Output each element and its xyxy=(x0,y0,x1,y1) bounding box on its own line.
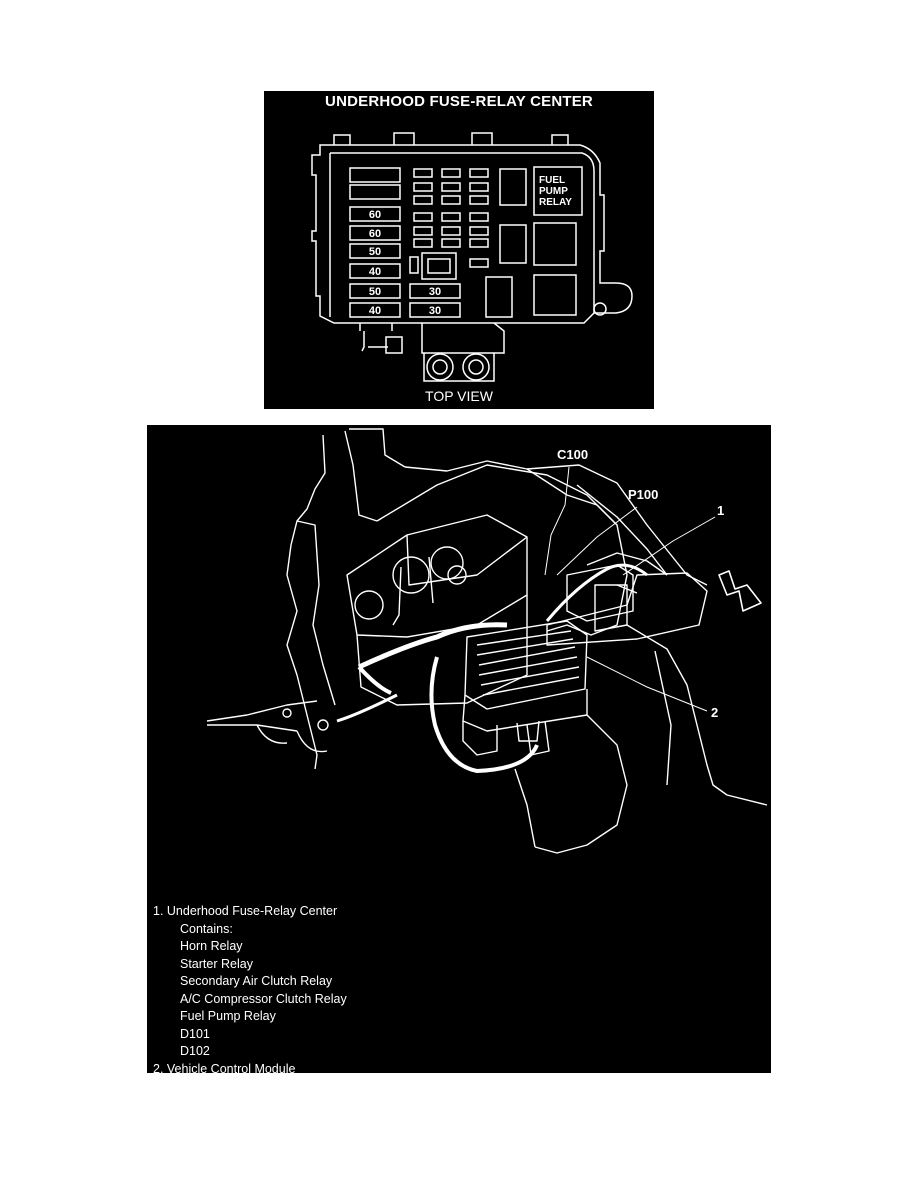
legend-subitem: Horn Relay xyxy=(180,939,243,953)
engine-compartment-drawing xyxy=(206,428,768,854)
fuel-pump-relay-label: PUMP xyxy=(539,186,568,197)
legend-subitem: Fuel Pump Relay xyxy=(180,1009,276,1023)
legend-contains: Contains: xyxy=(180,921,233,936)
component-locator-view: C100 P100 1 2 1. Underhood Fuse-Relay Ce… xyxy=(147,425,771,1076)
callout-c100: C100 xyxy=(557,447,589,462)
legend-subitem: D102 xyxy=(180,1044,210,1058)
callout-2: 2 xyxy=(711,705,719,720)
legend-item-1: 1. Underhood Fuse-Relay Center xyxy=(153,904,338,918)
fuse-rating-right: 30 xyxy=(429,305,441,317)
diagram-title: UNDERHOOD FUSE-RELAY CENTER xyxy=(325,93,593,110)
legend-subitem: D101 xyxy=(180,1026,210,1041)
fuse-rating-left: 60 xyxy=(369,228,381,240)
legend-subitem: A/C Compressor Clutch Relay xyxy=(180,991,347,1006)
fuse-rating-left: 40 xyxy=(369,305,381,317)
component-legend: 1. Underhood Fuse-Relay Center Contains:… xyxy=(153,903,347,1078)
callout-p100: P100 xyxy=(628,487,659,502)
fuse-rating-right: 30 xyxy=(429,286,441,298)
legend-subitem: Starter Relay xyxy=(180,956,253,971)
callout-1: 1 xyxy=(717,503,725,518)
legend-subitem: Secondary Air Clutch Relay xyxy=(180,974,333,988)
fuse-rating-left: 50 xyxy=(369,246,381,258)
fuse-rating-left: 40 xyxy=(369,266,381,278)
fuse-rating-left: 60 xyxy=(369,209,381,221)
fuse-rating-left: 50 xyxy=(369,286,381,298)
legend-item-2: 2. Vehicle Control Module xyxy=(153,1061,296,1076)
fuel-pump-relay-label: FUEL xyxy=(539,175,565,186)
fuel-pump-relay-label: RELAY xyxy=(539,197,572,208)
view-label: TOP VIEW xyxy=(425,388,493,404)
